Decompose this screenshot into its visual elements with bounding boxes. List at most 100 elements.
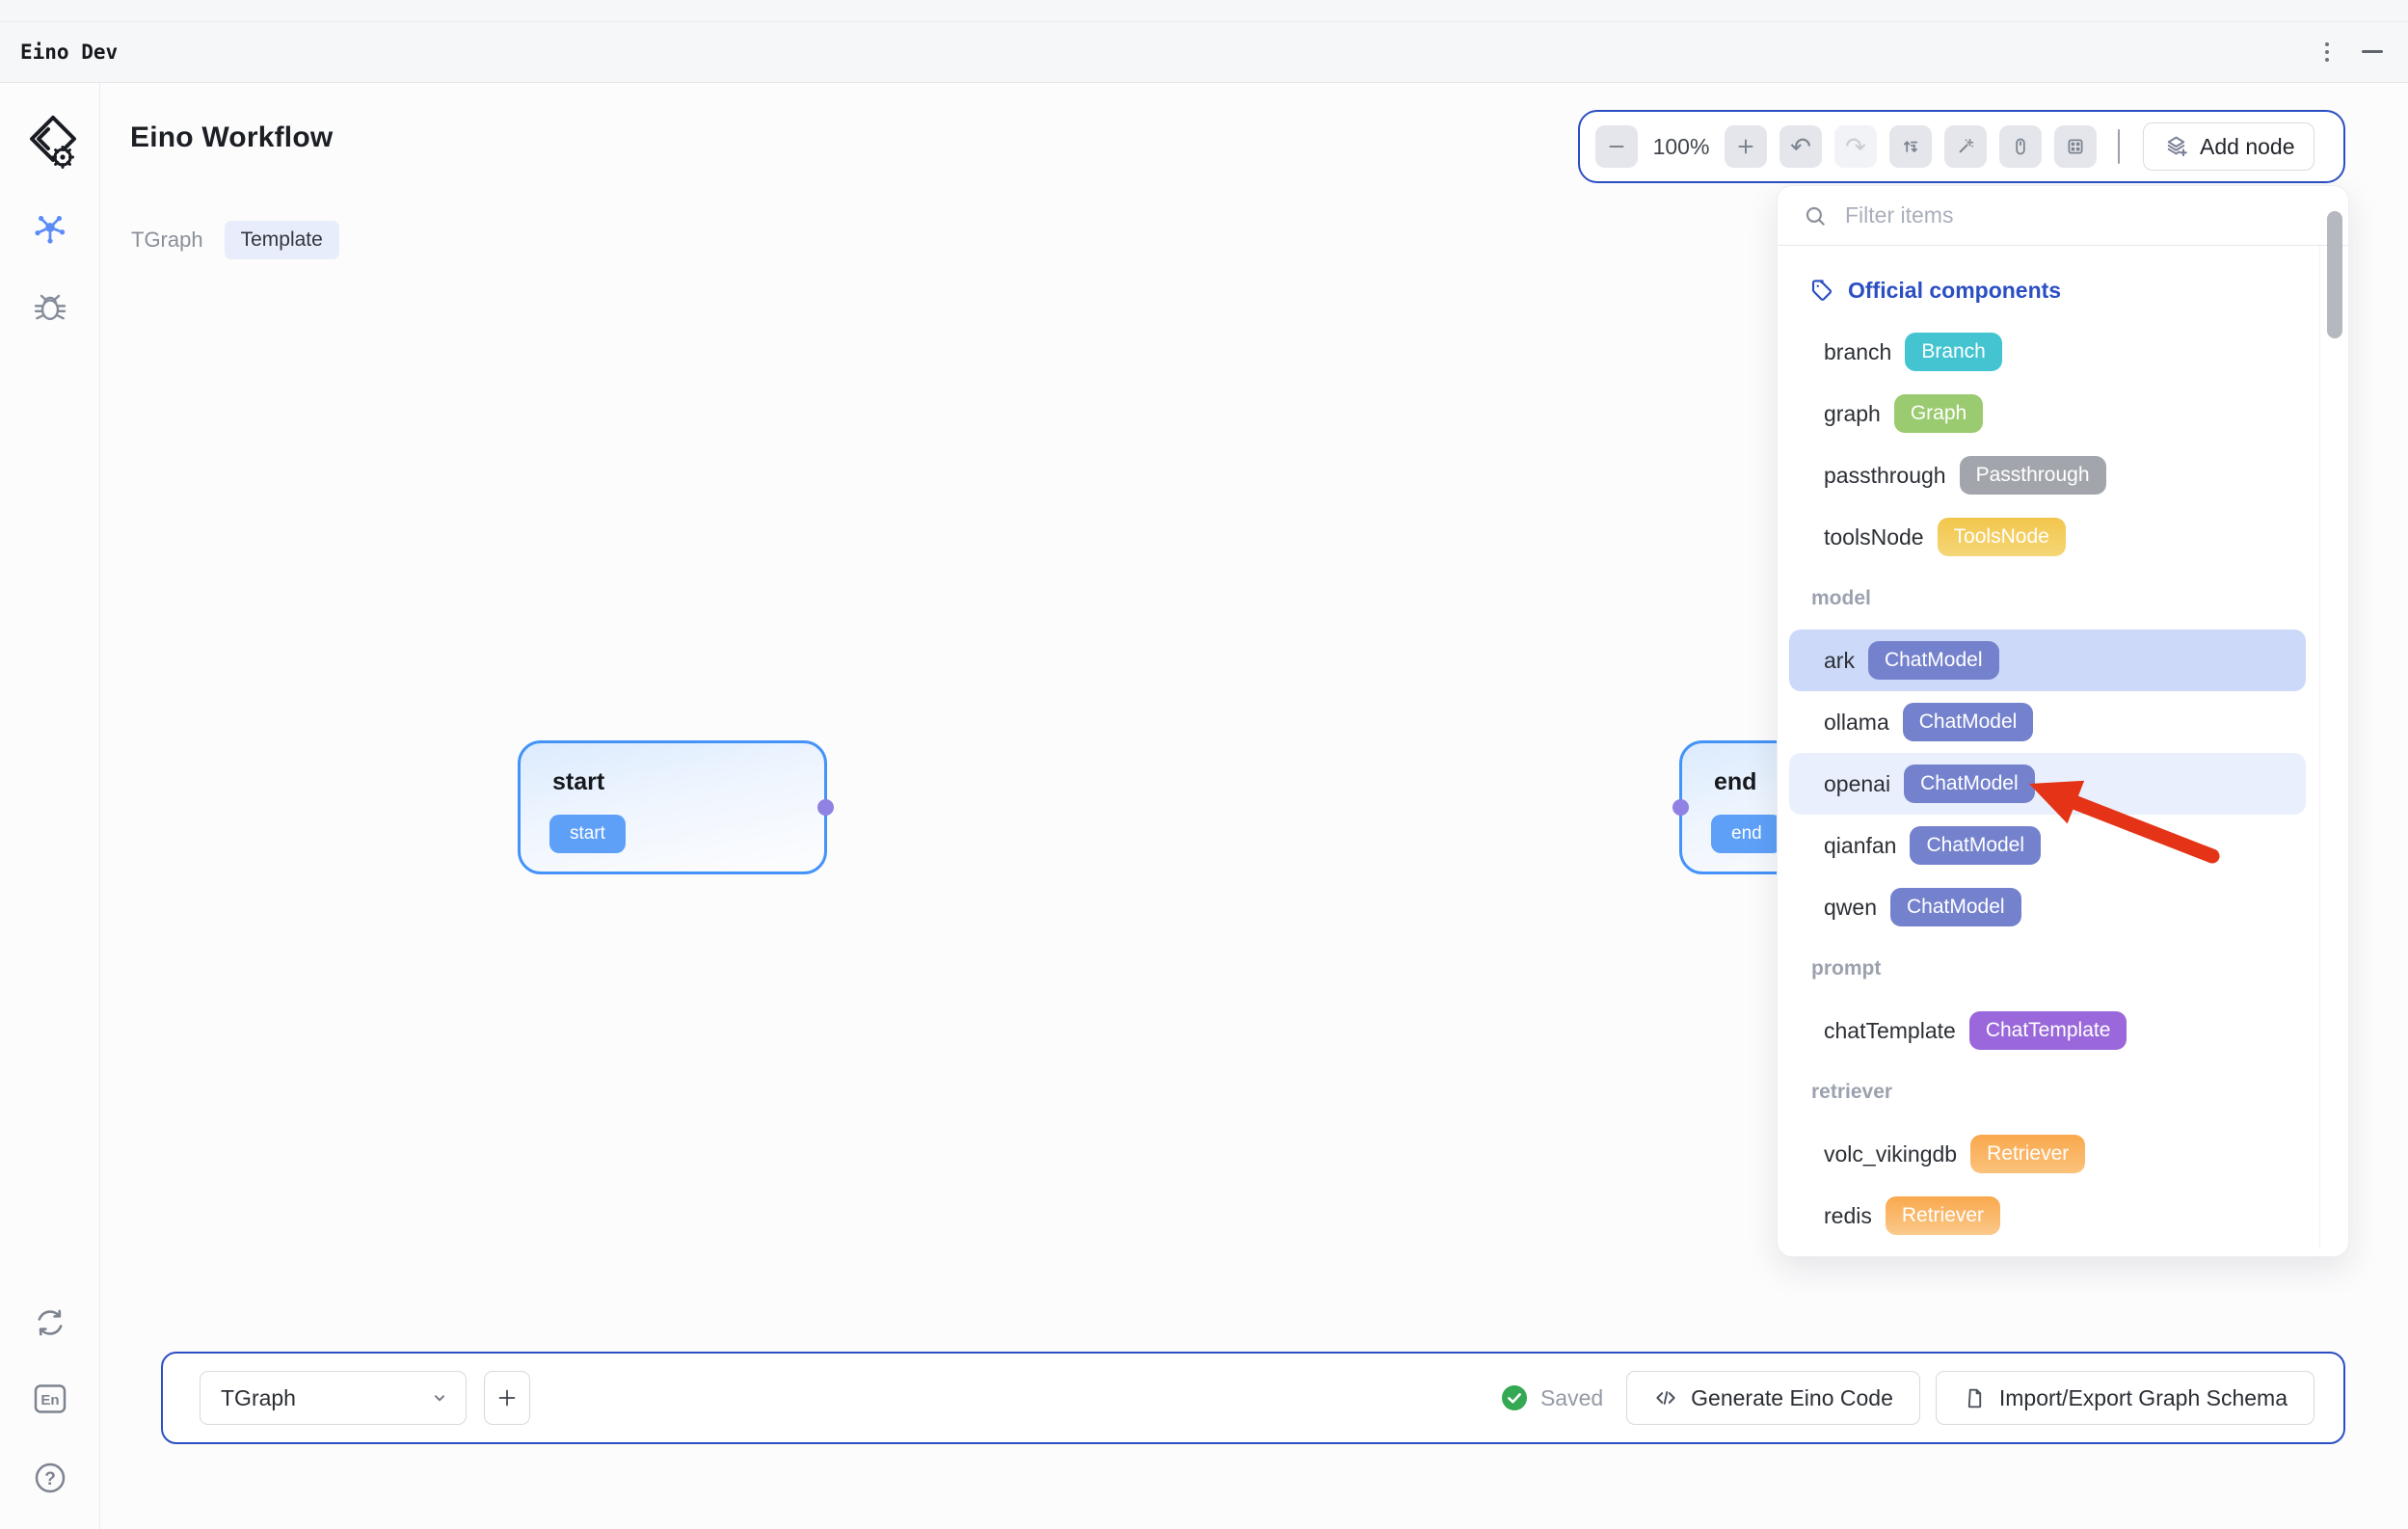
filter-row	[1778, 186, 2348, 246]
end-node-input-port[interactable]	[1672, 799, 1689, 816]
window-title: Eino Dev	[20, 40, 119, 64]
minimize-icon[interactable]	[2362, 50, 2383, 53]
minimap-button[interactable]	[2054, 125, 2097, 168]
bottom-action-bar: TGraph Saved	[161, 1352, 2345, 1444]
component-item-passthrough[interactable]: passthrough Passthrough	[1789, 444, 2306, 506]
chevron-down-icon	[434, 1395, 445, 1402]
section-label-retriever: retriever	[1811, 1081, 1893, 1103]
component-item-ollama[interactable]: ollama ChatModel	[1789, 691, 2306, 753]
magic-wand-button[interactable]	[1944, 125, 1987, 168]
component-type-badge: ToolsNode	[1937, 518, 2066, 556]
component-type-badge: Retriever	[1970, 1135, 2086, 1173]
component-type-badge: ChatModel	[1904, 764, 2035, 803]
breadcrumb: TGraph Template	[131, 221, 339, 259]
end-node-badge: end	[1711, 815, 1782, 853]
component-name: chatTemplate	[1824, 1017, 1956, 1043]
scrollbar-thumb[interactable]	[2327, 211, 2342, 338]
undo-button[interactable]: ↶	[1779, 125, 1822, 168]
component-item-branch[interactable]: branch Branch	[1789, 321, 2306, 383]
component-item-volc_vikingdb[interactable]: volc_vikingdb Retriever	[1789, 1123, 2306, 1185]
left-sidebar: En ?	[0, 83, 100, 1529]
component-name: branch	[1824, 338, 1892, 364]
component-type-badge: ChatModel	[1867, 641, 1999, 680]
kebab-menu-icon[interactable]	[2321, 39, 2333, 66]
component-name: graph	[1824, 400, 1881, 426]
window-titlebar: Eino Dev	[0, 0, 2408, 83]
file-icon	[1967, 1388, 1982, 1408]
component-name: redis	[1824, 1202, 1872, 1228]
component-item-ark[interactable]: ark ChatModel	[1789, 630, 2306, 691]
refresh-icon[interactable]	[32, 1304, 68, 1341]
eino-logo-icon	[21, 112, 79, 172]
component-name: qianfan	[1824, 832, 1897, 858]
redo-button[interactable]: ↷	[1834, 125, 1877, 168]
component-type-badge: Passthrough	[1959, 456, 2106, 495]
component-type-badge: Graph	[1893, 394, 1984, 433]
component-type-badge: ChatModel	[1910, 826, 2042, 865]
saved-label: Saved	[1539, 1384, 1604, 1410]
language-icon[interactable]: En	[32, 1382, 68, 1415]
language-label: En	[40, 1392, 59, 1408]
component-type-badge: ChatTemplate	[1968, 1011, 2127, 1050]
end-node-title: end	[1714, 768, 1757, 795]
add-node-panel: Official components branch Branch graph Gra…	[1777, 185, 2349, 1257]
graph-select[interactable]: TGraph	[200, 1371, 467, 1425]
start-node-output-port[interactable]	[817, 799, 834, 816]
add-node-label: Add node	[2200, 133, 2295, 159]
workflow-graph-icon[interactable]	[28, 206, 72, 251]
toolbar-divider	[2118, 129, 2120, 164]
zoom-in-button[interactable]	[1725, 125, 1767, 168]
component-type-badge: ChatModel	[1902, 703, 2034, 741]
component-name: qwen	[1824, 894, 1877, 920]
component-type-badge: ChatModel	[1889, 888, 2021, 926]
save-status: Saved	[1501, 1384, 1603, 1411]
mouse-mode-button[interactable]	[1999, 125, 2042, 168]
section-label-model: model	[1811, 587, 1871, 609]
tag-icon	[1811, 280, 1833, 301]
help-icon[interactable]: ?	[33, 1461, 67, 1495]
component-name: passthrough	[1824, 462, 1946, 488]
component-name: ark	[1824, 647, 1855, 673]
component-name: volc_vikingdb	[1824, 1140, 1958, 1167]
auto-layout-button[interactable]	[1889, 125, 1932, 168]
component-item-chatTemplate[interactable]: chatTemplate ChatTemplate	[1789, 1000, 2306, 1061]
add-node-button[interactable]: Add node	[2143, 122, 2315, 171]
component-item-redis[interactable]: redis Retriever	[1789, 1185, 2306, 1247]
component-type-badge: Branch	[1905, 333, 2002, 371]
plus-icon	[498, 1389, 516, 1407]
component-name: openai	[1824, 770, 1891, 796]
zoom-level-value: 100%	[1652, 133, 1710, 159]
titlebar-divider	[0, 21, 2408, 22]
search-icon	[1806, 206, 1825, 226]
help-glyph: ?	[44, 1469, 56, 1489]
zoom-out-button[interactable]	[1595, 125, 1638, 168]
start-node[interactable]: start start	[518, 740, 834, 874]
code-icon	[1656, 1391, 1675, 1405]
start-node-badge: start	[549, 815, 626, 853]
import-export-button[interactable]: Import/Export Graph Schema	[1935, 1371, 2314, 1425]
graph-name-label: TGraph	[131, 228, 203, 252]
component-item-toolsNode[interactable]: toolsNode ToolsNode	[1789, 506, 2306, 568]
component-item-qwen[interactable]: qwen ChatModel	[1789, 876, 2306, 938]
canvas-area[interactable]: Eino Workflow TGraph Template start star…	[100, 83, 2408, 1529]
generate-code-button[interactable]: Generate Eino Code	[1626, 1371, 1920, 1425]
filter-input[interactable]	[1845, 202, 2327, 228]
component-item-qianfan[interactable]: qianfan ChatModel	[1789, 815, 2306, 876]
layers-plus-icon	[2167, 136, 2187, 156]
official-components-header: Official components	[1778, 259, 2348, 321]
template-badge: Template	[224, 221, 339, 259]
start-node-title: start	[552, 768, 605, 795]
component-type-badge: Retriever	[1885, 1196, 2001, 1235]
graph-select-value: TGraph	[221, 1384, 296, 1410]
add-graph-button[interactable]	[484, 1371, 530, 1425]
page-title: Eino Workflow	[130, 121, 334, 153]
saved-check-icon	[1501, 1385, 1527, 1410]
component-item-graph[interactable]: graph Graph	[1789, 383, 2306, 444]
debug-bug-icon[interactable]	[30, 286, 70, 327]
scrollbar-track	[2319, 246, 2320, 1248]
section-label-prompt: prompt	[1811, 957, 1882, 979]
component-name: ollama	[1824, 709, 1889, 735]
component-name: toolsNode	[1824, 523, 1924, 550]
component-item-openai[interactable]: openai ChatModel	[1789, 753, 2306, 815]
